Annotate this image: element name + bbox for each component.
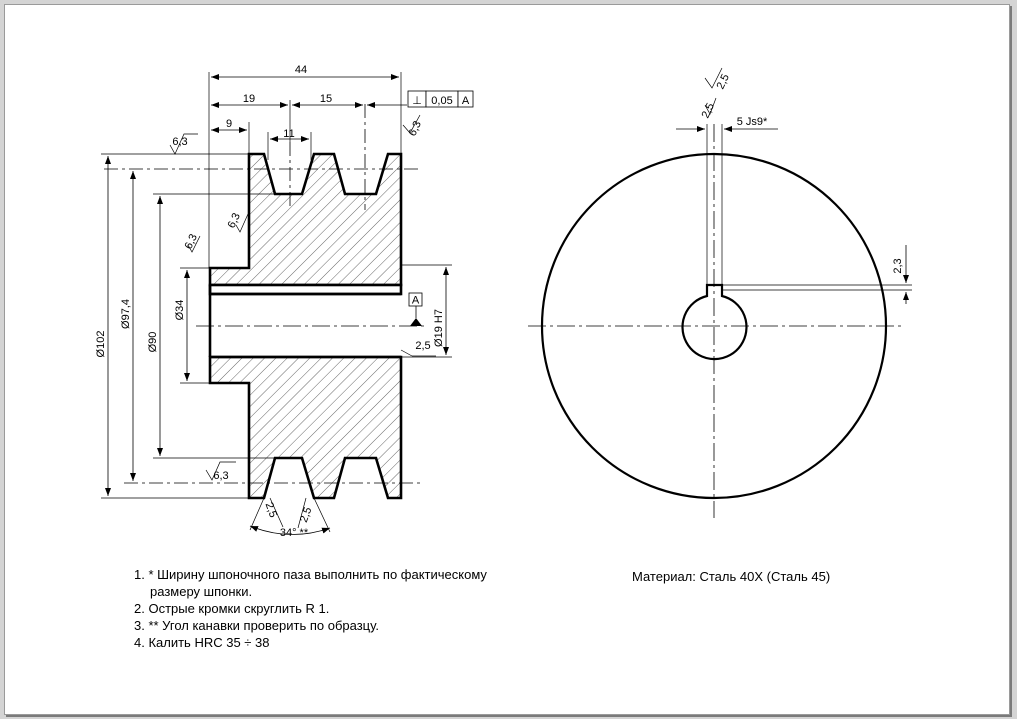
notes-list: 1. * Ширину шпоночного паза выполнить по…	[134, 566, 487, 651]
dim-bore: Ø19 H7	[433, 309, 445, 347]
rough-3: 6,3	[183, 232, 200, 251]
rough-2: 6,3	[226, 211, 243, 230]
dim-15: 15	[320, 93, 332, 105]
dimension-labels: 44 19 15 9 11 Ø102 Ø97,4 Ø90 Ø34 Ø19 H7 …	[95, 64, 904, 539]
tol-symbol: ⊥	[412, 95, 422, 107]
datum-label: A	[412, 295, 420, 307]
material-label: Материал: Сталь 40Х (Сталь 45)	[632, 569, 831, 584]
dim-2-5-bore: 2,5	[415, 340, 430, 352]
dim-11: 11	[283, 128, 294, 140]
section-hatch-lower	[208, 355, 403, 500]
tol-datum: A	[462, 95, 470, 107]
note-line: размеру шпонки.	[150, 584, 253, 599]
drawing-sheet	[4, 4, 1010, 715]
dim-d97: Ø97,4	[120, 299, 132, 329]
dim-d102: Ø102	[95, 331, 107, 358]
rough-1: 6,3	[172, 136, 187, 148]
dim-d90: Ø90	[147, 332, 159, 353]
dim-2-5-groove-a: 2,5	[263, 501, 280, 519]
note-line: 3. ** Угол канавки проверить по образцу.	[134, 618, 379, 633]
dim-9: 9	[226, 118, 232, 130]
dim-2-5-groove-b: 2,5	[298, 506, 315, 524]
dim-angle: 34° **	[280, 527, 309, 539]
dim-keyway-depth: 2,3	[892, 258, 904, 273]
dim-19: 19	[243, 93, 255, 105]
note-line: 1. * Ширину шпоночного паза выполнить по…	[134, 567, 487, 582]
dim-d34: Ø34	[174, 300, 186, 321]
rough-4: 6,3	[407, 119, 424, 138]
section-view	[101, 72, 474, 535]
tol-value: 0,05	[431, 95, 452, 107]
note-line: 2. Острые кромки скруглить R 1.	[134, 601, 330, 616]
rough-keyway-a: 2,5	[715, 72, 732, 91]
front-view	[528, 67, 912, 518]
note-line: 4. Калить HRC 35 ÷ 38	[134, 635, 270, 650]
rough-keyway-b: 2,5	[700, 101, 717, 120]
dim-44: 44	[295, 64, 307, 76]
bore-with-keyway	[681, 283, 748, 361]
rough-5: 6,3	[213, 470, 228, 482]
section-hatch-upper	[208, 152, 403, 287]
dim-keyway-width: 5 Js9*	[737, 116, 768, 128]
